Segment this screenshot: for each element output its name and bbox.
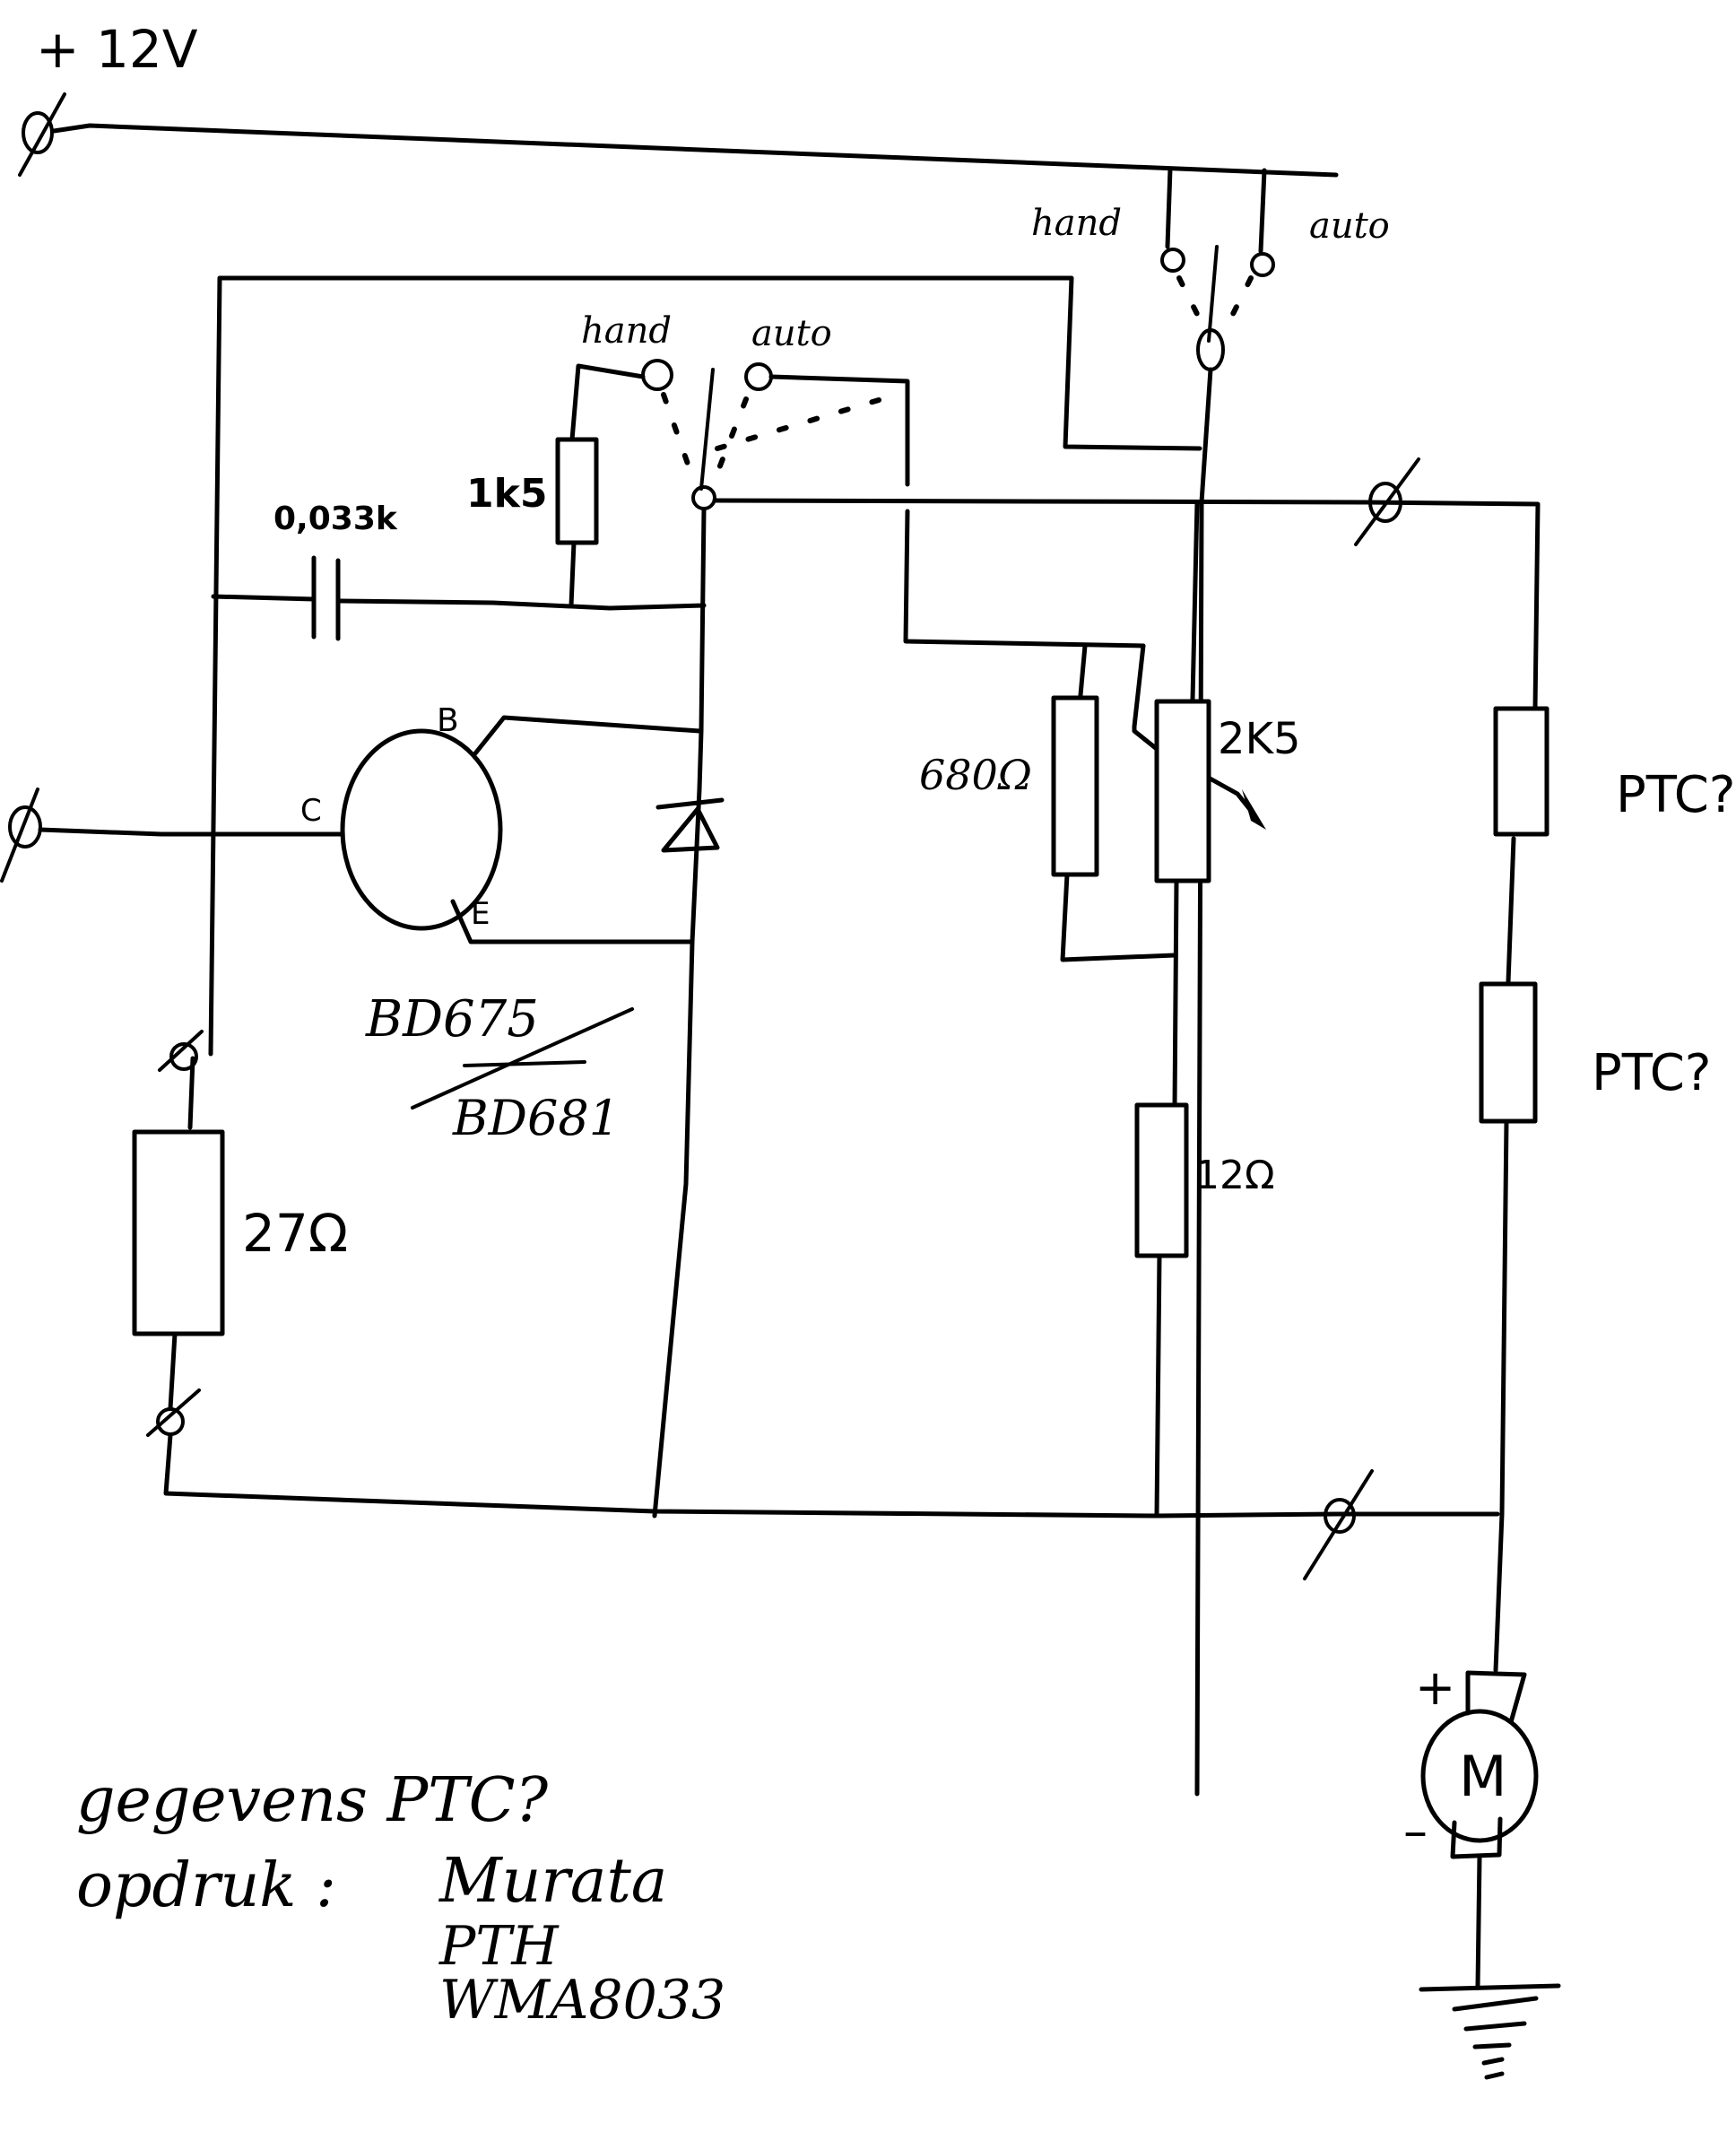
transistor-type-new: BD681 — [452, 1090, 620, 1146]
motor-letter: M — [1459, 1744, 1507, 1809]
transistor-pin-e: E — [471, 896, 490, 932]
bottom-bus-wire — [163, 1432, 1500, 1519]
supply-label: + 12V — [36, 19, 198, 80]
ptc-1 — [1493, 706, 1549, 837]
resistor-27 — [132, 1129, 225, 1336]
main-switch-hand-label: hand — [581, 310, 672, 352]
auto-down-wire — [903, 509, 1146, 648]
aux-switch-auto-label: auto — [1309, 205, 1390, 247]
resistor-12-bottom-lead — [1154, 1253, 1162, 1519]
notes-marking-2: PTH — [438, 1915, 560, 1978]
transistor-base-wire — [473, 715, 702, 756]
switch-common-wire — [712, 498, 1541, 711]
hand-terminal-wire — [569, 363, 646, 442]
aux-loop-wire — [217, 275, 1202, 451]
resistor-27-bottom-lead — [168, 1331, 178, 1411]
aux-switch-hand-label: hand — [1031, 203, 1122, 244]
pot-wiper-arrow — [1242, 789, 1266, 830]
resistor-27-top-lead — [187, 1056, 195, 1130]
resistor-1k5-label: 1k5 — [466, 471, 548, 517]
pot-top-lead — [1190, 500, 1200, 702]
ptc-2 — [1479, 981, 1538, 1124]
transistor-collector-wire — [38, 827, 345, 837]
resistor-12-label: 12Ω — [1194, 1153, 1275, 1198]
resistor-12 — [1134, 1102, 1189, 1258]
ptc-1-label: PTC? — [1616, 766, 1736, 824]
capacitor-wire-right — [335, 598, 707, 611]
transistor-pin-c: C — [300, 793, 322, 829]
auto-terminal-wire — [768, 374, 910, 487]
notes-marking-1: Murata — [438, 1846, 667, 1917]
ptc-down-wire — [1493, 1118, 1509, 1673]
motor-plus: + — [1415, 1659, 1455, 1716]
ground-icon — [1419, 1983, 1561, 2080]
potentiometer-label: 2K5 — [1218, 714, 1301, 764]
ptc-link-wire — [1506, 836, 1516, 985]
pot-wiper-wire — [1132, 643, 1258, 819]
capacitor-wire-left — [211, 594, 317, 602]
notes-marking-3: WMA8033 — [439, 1969, 725, 2032]
left-rail-wire — [208, 275, 222, 1057]
resistor-1k5-lead — [569, 540, 577, 608]
resistor-27-label: 27Ω — [242, 1203, 348, 1264]
pot-bottom-lead — [1172, 878, 1179, 1110]
type-old-strikethrough — [411, 1007, 634, 1110]
resistor-680-label: 680Ω — [919, 751, 1032, 799]
capacitor-label: 0,033k — [273, 500, 398, 537]
diode — [655, 797, 725, 853]
motor-minus: – — [1403, 1803, 1428, 1859]
ptc-connector-top — [1354, 457, 1420, 546]
aux-switch — [1160, 166, 1275, 1797]
terminal-27-bottom — [146, 1388, 201, 1437]
resistor-680-bottom-lead — [1060, 872, 1177, 962]
transistor-pin-b: B — [437, 702, 459, 739]
capacitor — [311, 555, 341, 641]
main-switch — [641, 359, 899, 510]
collector-terminal — [0, 788, 42, 883]
terminal-27-top — [158, 1030, 204, 1072]
resistor-680 — [1051, 695, 1099, 877]
main-switch-auto-label: auto — [751, 313, 832, 354]
transistor-body — [340, 728, 503, 931]
ptc-2-label: PTC? — [1592, 1044, 1712, 1102]
motor — [1420, 1670, 1539, 1989]
resistor-1k5 — [555, 437, 599, 545]
supply-terminal — [18, 92, 66, 177]
type-divider — [463, 1060, 586, 1067]
potentiometer-2k5 — [1154, 699, 1211, 883]
ptc-connector-bottom — [1303, 1469, 1374, 1580]
resistor-680-top-lead — [1078, 643, 1088, 698]
notes-line2-label: opdruk : — [76, 1850, 336, 1921]
supply-rail-wire — [51, 123, 1339, 178]
transistor-emitter-wire — [450, 899, 693, 944]
central-vertical-wire — [652, 507, 707, 1519]
transistor-type-old: BD675 — [365, 990, 539, 1049]
notes-line1: gegevens PTC? — [76, 1765, 549, 1836]
